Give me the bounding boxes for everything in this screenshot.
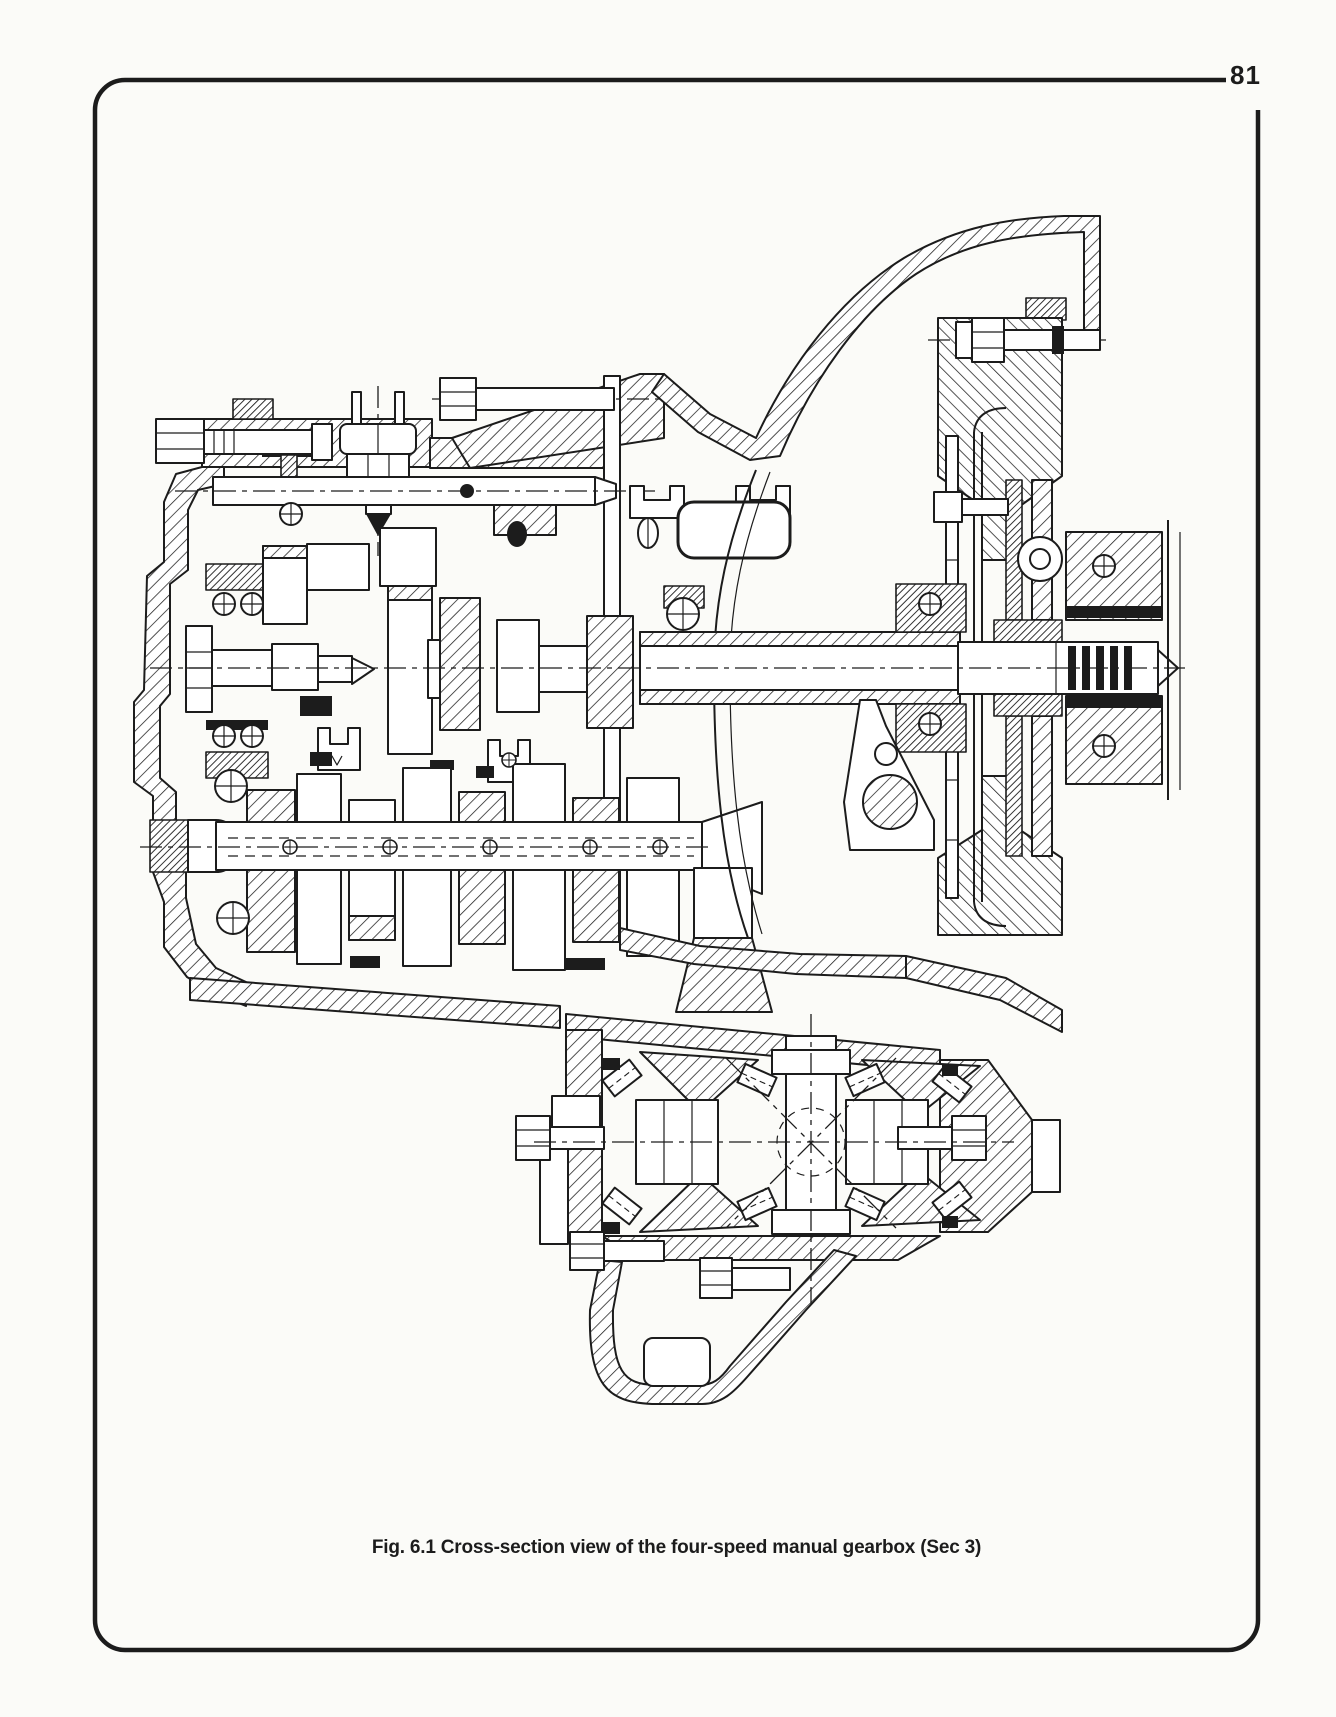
- centerlines: [140, 667, 1185, 1304]
- differential-bolt: [897, 1115, 987, 1161]
- final-drive-pinion: [693, 867, 753, 939]
- bearing-details: [212, 502, 700, 935]
- top-bolt: [432, 377, 672, 421]
- page-border: [92, 77, 1261, 1653]
- differential-bolt: [515, 1115, 605, 1161]
- mainshaft-gear-cluster: [149, 763, 773, 1013]
- cover-bolt: [155, 418, 333, 464]
- page-number: 81: [1230, 60, 1261, 90]
- differential: [515, 1013, 1061, 1405]
- bottom-cover: [588, 1249, 857, 1405]
- input-shaft-front-bearing: [185, 543, 375, 820]
- differential-bolt: [569, 1231, 665, 1271]
- selector-rail: [175, 476, 791, 547]
- figure-caption: Fig. 6.1 Cross-section view of the four-…: [371, 1537, 982, 1558]
- differential-bolt: [699, 1257, 791, 1299]
